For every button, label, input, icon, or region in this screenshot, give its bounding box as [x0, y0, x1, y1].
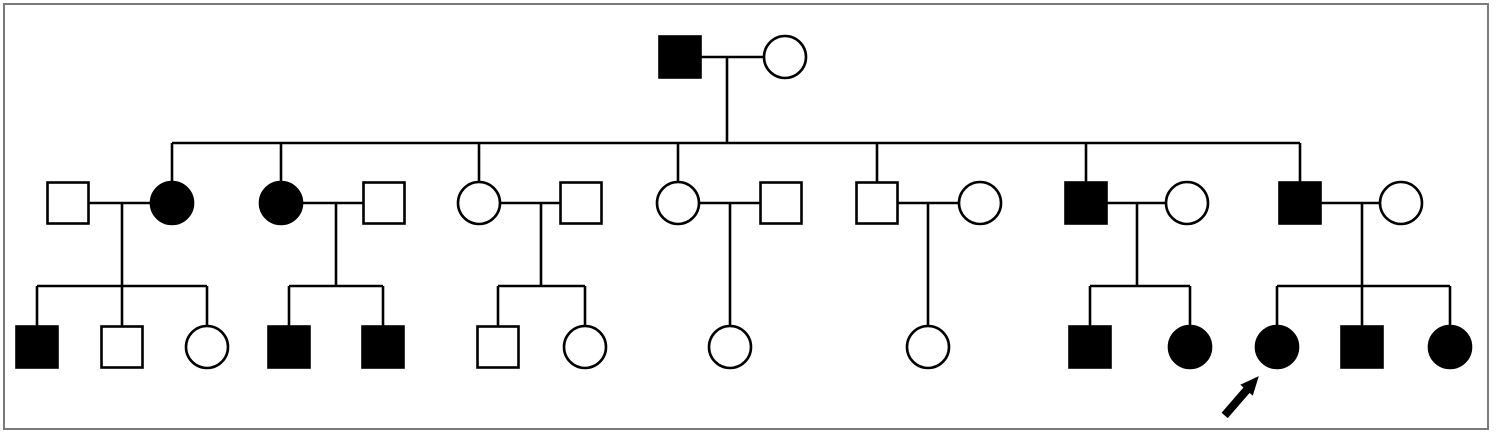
individual-III-7-1-female-affected-proband[interactable]	[1254, 324, 1300, 370]
individual-II-2-female-affected[interactable]	[258, 180, 304, 226]
individual-III-2-1-male-affected[interactable]	[267, 325, 311, 369]
individual-III-3-2-female-unaffected[interactable]	[562, 324, 608, 370]
proband-arrow-layer	[1221, 376, 1259, 419]
individual-III-7-2-male-affected[interactable]	[1340, 325, 1384, 369]
individual-symbols-layer	[15, 34, 1473, 370]
individual-III-7-3-female-affected[interactable]	[1427, 324, 1473, 370]
individual-II-3-spouse-male-unaffected[interactable]	[559, 181, 603, 225]
individual-II-4-spouse-male-unaffected[interactable]	[759, 181, 803, 225]
proband-arrow-icon	[1221, 376, 1259, 419]
individual-II-3-female-unaffected[interactable]	[456, 180, 502, 226]
individual-II-5-spouse-female-unaffected[interactable]	[957, 180, 1003, 226]
individual-II-5-male-unaffected[interactable]	[855, 181, 899, 225]
individual-I-1-male-affected[interactable]	[658, 35, 702, 79]
individual-III-2-2-male-affected[interactable]	[361, 325, 405, 369]
individual-II-1-female-affected[interactable]	[149, 180, 195, 226]
individual-III-3-1-male-unaffected[interactable]	[476, 325, 520, 369]
individual-III-4-1-female-unaffected[interactable]	[707, 324, 753, 370]
individual-III-5-1-female-unaffected[interactable]	[905, 324, 951, 370]
individual-III-6-2-female-affected[interactable]	[1167, 324, 1213, 370]
individual-III-1-3-female-unaffected[interactable]	[184, 324, 230, 370]
individual-II-2-spouse-male-unaffected[interactable]	[362, 181, 406, 225]
individual-III-1-2-male-unaffected[interactable]	[100, 325, 144, 369]
individual-III-6-1-male-affected[interactable]	[1068, 325, 1112, 369]
individual-II-7-male-affected[interactable]	[1278, 181, 1322, 225]
individual-I-2-female-unaffected[interactable]	[762, 34, 808, 80]
individual-II-1-spouse-male-unaffected[interactable]	[46, 181, 90, 225]
individual-II-7-spouse-female-unaffected[interactable]	[1378, 180, 1424, 226]
individual-II-6-spouse-female-unaffected[interactable]	[1164, 180, 1210, 226]
individual-II-4-female-unaffected[interactable]	[655, 180, 701, 226]
connector-lines-layer	[35, 55, 1452, 326]
individual-III-1-1-male-affected[interactable]	[15, 325, 59, 369]
individual-II-6-male-affected[interactable]	[1064, 181, 1108, 225]
